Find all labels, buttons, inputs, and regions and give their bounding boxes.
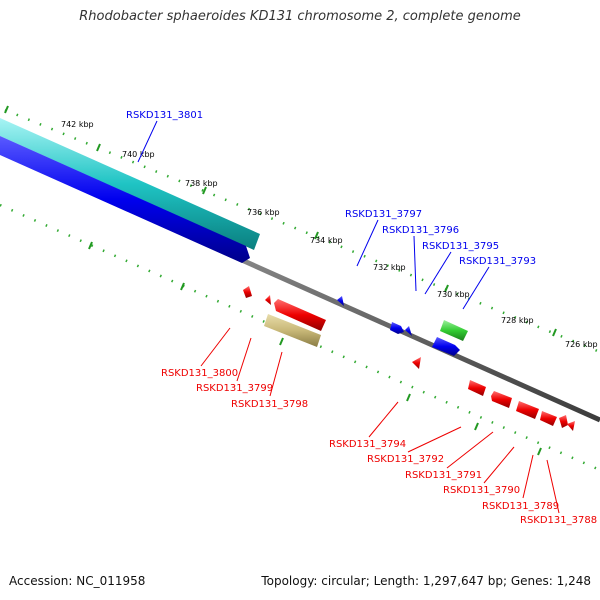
- tick-label: 728 kbp: [501, 316, 534, 325]
- gene-label-3793: RSKD131_3793: [459, 256, 536, 267]
- leader-line: [368, 401, 399, 438]
- major-tick: [4, 105, 9, 114]
- genes-label: Genes:: [510, 574, 553, 588]
- gene-label-3792: RSKD131_3792: [367, 454, 444, 465]
- leader-line: [462, 266, 490, 310]
- gene-label-3796: RSKD131_3796: [382, 225, 459, 236]
- gene-label-3789: RSKD131_3789: [482, 501, 559, 512]
- gene-label-3797: RSKD131_3797: [345, 209, 422, 220]
- leader-line: [407, 426, 462, 453]
- leader-line: [522, 454, 534, 499]
- gene-label-3798: RSKD131_3798: [231, 399, 308, 410]
- tick-label: 734 kbp: [310, 236, 343, 245]
- major-tick: [474, 422, 479, 431]
- leader-line: [424, 251, 452, 295]
- gene-label-3791: RSKD131_3791: [405, 470, 482, 481]
- tick-label: 736 kbp: [247, 208, 280, 217]
- major-tick: [180, 282, 185, 291]
- leader-line: [413, 235, 417, 292]
- major-tick: [96, 143, 101, 152]
- accession-value: NC_011958: [76, 574, 146, 588]
- gene-forward-3795: [405, 326, 412, 336]
- major-tick: [88, 241, 93, 250]
- major-tick: [202, 186, 207, 195]
- reverse-gene-labels: RSKD131_3800 RSKD131_3799 RSKD131_3798 R…: [161, 327, 597, 526]
- gene-label-3800: RSKD131_3800: [161, 368, 238, 379]
- gene-reverse-3788b: [567, 421, 575, 431]
- tick-label: 726 kbp: [565, 340, 598, 349]
- gene-reverse-3798: [274, 299, 326, 331]
- gene-cyan: [0, 118, 260, 250]
- gene-label-3794: RSKD131_3794: [329, 439, 406, 450]
- major-tick: [314, 231, 319, 240]
- forward-gene-labels: RSKD131_3801 RSKD131_3797 RSKD131_3796 R…: [126, 110, 536, 310]
- major-tick: [444, 284, 449, 293]
- gene-reverse-3789: [540, 411, 557, 426]
- leader-line: [356, 219, 379, 267]
- gene-label-3799: RSKD131_3799: [196, 383, 273, 394]
- gene-reverse-3799: [265, 295, 271, 305]
- leader-line: [483, 446, 515, 484]
- gene-reverse-3800: [243, 286, 252, 298]
- leader-line: [137, 120, 158, 163]
- topology-label: Topology:: [261, 574, 318, 588]
- gene-forward-3793: [432, 337, 460, 356]
- leader-line: [200, 327, 231, 367]
- gene-label-3788: RSKD131_3788: [520, 515, 597, 526]
- tick-labels: 742 kbp 740 kbp 738 kbp 736 kbp 734 kbp …: [61, 120, 598, 349]
- gene-reverse-3792: [468, 380, 486, 396]
- gene-reverse-3788a: [559, 415, 568, 428]
- major-tick: [552, 328, 557, 337]
- tick-label: 742 kbp: [61, 120, 94, 129]
- gene-blue-large: [0, 136, 250, 263]
- leader-line: [269, 351, 283, 397]
- accession-label: Accession:: [9, 574, 73, 588]
- gene-label-3801: RSKD131_3801: [126, 110, 203, 121]
- topology-value: circular: [321, 574, 366, 588]
- major-tick: [279, 337, 284, 346]
- gene-reverse-3794: [412, 357, 421, 369]
- gene-reverse-3790: [516, 401, 539, 419]
- leader-line: [546, 459, 560, 514]
- gene-label-3790: RSKD131_3790: [443, 485, 520, 496]
- length-value: 1,297,647 bp: [422, 574, 503, 588]
- gene-reverse-3791: [491, 391, 512, 408]
- lower-tick-track: [0, 203, 600, 472]
- major-tick: [406, 393, 411, 402]
- tick-label: 740 kbp: [122, 150, 155, 159]
- gene-forward-3796: [390, 322, 404, 334]
- major-tick: [537, 447, 542, 456]
- genome-title: Rhodobacter sphaeroides KD131 chromosome…: [79, 9, 521, 24]
- tick-label: 732 kbp: [373, 263, 406, 272]
- genes-value: 1,248: [556, 574, 591, 588]
- accession-info: Accession: NC_011958: [9, 574, 145, 588]
- tick-label: 738 kbp: [185, 179, 218, 188]
- tick-label: 730 kbp: [437, 290, 470, 299]
- olive-feature: [264, 314, 321, 347]
- upper-tick-track: [4, 105, 600, 354]
- leader-line: [236, 337, 252, 382]
- genome-stats: Topology: circular; Length: 1,297,647 bp…: [261, 574, 591, 588]
- leader-line: [446, 431, 494, 469]
- length-label: Length:: [373, 574, 420, 588]
- gene-label-3795: RSKD131_3795: [422, 241, 499, 252]
- gene-forward-3797: [337, 296, 344, 306]
- green-feature: [440, 320, 468, 341]
